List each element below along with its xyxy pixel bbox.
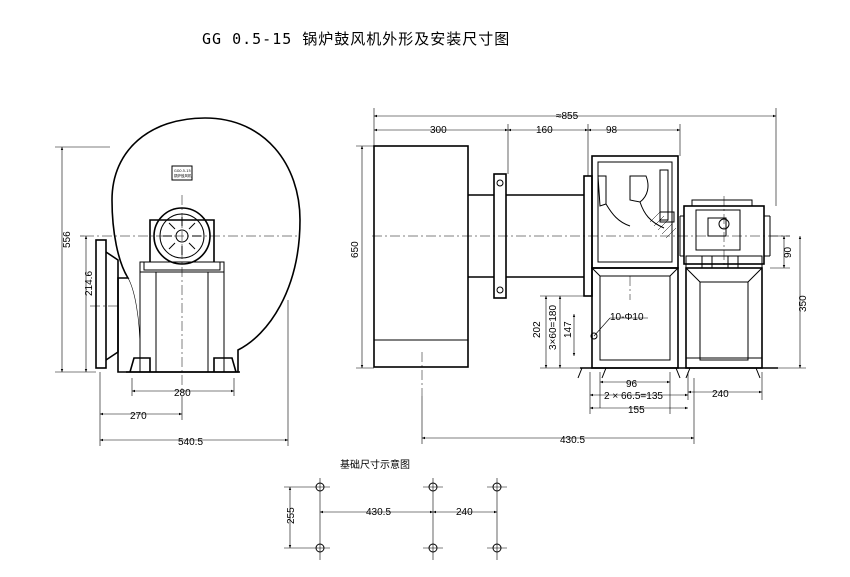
foundation-dim-240: 240 bbox=[456, 507, 473, 518]
dim-270: 270 bbox=[130, 411, 147, 422]
dim-holes: 10-Φ10 bbox=[610, 312, 644, 323]
dim-556: 556 bbox=[62, 231, 73, 248]
foundation-title: 基础尺寸示意图 bbox=[340, 458, 410, 471]
nameplate-model: GG0.5-15 bbox=[174, 169, 191, 173]
foundation-dim-255: 255 bbox=[286, 507, 297, 524]
dim-202: 202 bbox=[532, 321, 543, 338]
dim-430-5: 430.5 bbox=[560, 435, 585, 446]
dim-855: ≈855 bbox=[556, 111, 579, 122]
foundation-diagram: 基础尺寸示意图 255 430.5 240 bbox=[284, 458, 507, 560]
dim-3x60: 3×60=180 bbox=[548, 305, 559, 350]
dim-147: 147 bbox=[563, 321, 574, 338]
dim-540-5: 540.5 bbox=[178, 437, 203, 448]
dim-96: 96 bbox=[626, 379, 638, 390]
dim-98: 98 bbox=[606, 125, 618, 136]
dim-280: 280 bbox=[174, 388, 191, 399]
dim-155: 155 bbox=[628, 405, 645, 416]
dim-90: 90 bbox=[783, 246, 794, 258]
nameplate-name: 锅炉鼓风机 bbox=[174, 173, 192, 178]
dim-650: 650 bbox=[350, 241, 361, 258]
dim-214-6: 214.6 bbox=[84, 271, 95, 296]
dim-160: 160 bbox=[536, 125, 553, 136]
dim-300: 300 bbox=[430, 125, 447, 136]
drawing-title: GG 0.5-15 锅炉鼓风机外形及安装尺寸图 bbox=[202, 30, 510, 48]
front-view: GG0.5-15 锅炉鼓风机 556 214.6 280 270 540.5 bbox=[55, 117, 301, 448]
foundation-dim-430-5: 430.5 bbox=[366, 507, 391, 518]
side-view: ≈855 300 160 98 650 202 3×60=180 147 10-… bbox=[350, 108, 809, 446]
dim-240: 240 bbox=[712, 389, 729, 400]
dim-350: 350 bbox=[798, 295, 809, 312]
dim-2x66: 2 × 66.5=135 bbox=[604, 391, 663, 402]
